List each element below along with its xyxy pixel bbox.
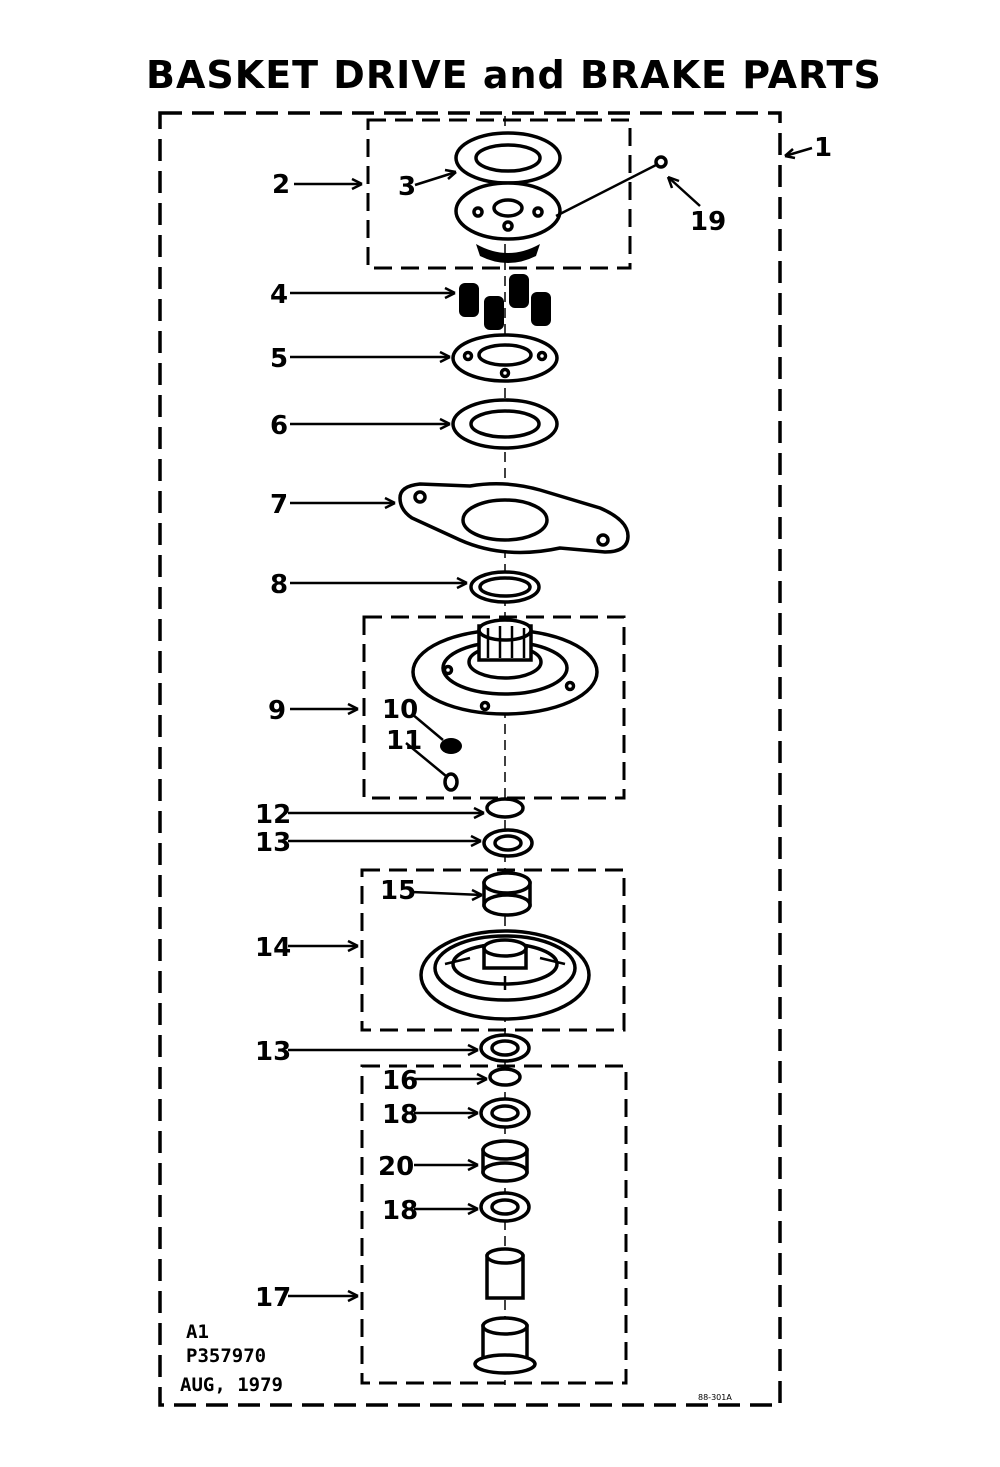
- callout-12: 12: [255, 800, 291, 830]
- assembly-frame: [158, 111, 782, 1407]
- callout-20: 20: [378, 1152, 414, 1182]
- callout-4: 4: [270, 280, 288, 310]
- part-9-drum: [411, 618, 599, 716]
- part-15-bushing: [482, 871, 532, 917]
- part-12-washer: [485, 797, 525, 819]
- subassembly-frame-17: [360, 1064, 628, 1385]
- note-line-3: AUG, 1979: [180, 1374, 283, 1396]
- note-line-1: A1: [186, 1321, 209, 1343]
- part-18-bearing-lower: [479, 1191, 531, 1223]
- callout-6: 6: [270, 411, 288, 441]
- part-13-bearing-upper: [482, 828, 534, 858]
- subassembly-frame-9: [362, 615, 626, 800]
- part-7-flange: [398, 482, 630, 555]
- callout-18-lower: 18: [382, 1196, 418, 1226]
- diagram-title: BASKET DRIVE and BRAKE PARTS: [146, 53, 882, 97]
- callout-16: 16: [382, 1066, 418, 1096]
- callout-19: 19: [690, 207, 726, 237]
- callout-14: 14: [255, 933, 291, 963]
- part-8-snap-ring: [469, 570, 541, 604]
- part-14-pulley: [419, 929, 591, 1021]
- part-3-ring: [454, 131, 562, 185]
- part-19-pin: [555, 155, 668, 218]
- callout-15: 15: [380, 876, 416, 906]
- part-11-screw: [443, 772, 459, 792]
- part-16-seal: [488, 1067, 522, 1087]
- callout-13-upper: 13: [255, 828, 291, 858]
- part-20-spacer: [481, 1139, 529, 1183]
- note-line-2: P357970: [186, 1345, 266, 1367]
- part-6-washer: [451, 398, 559, 450]
- callout-9: 9: [268, 696, 286, 726]
- callout-13-lower: 13: [255, 1037, 291, 1067]
- part-4-springs: [459, 274, 551, 330]
- callout-2: 2: [272, 170, 290, 200]
- callout-18-upper: 18: [382, 1100, 418, 1130]
- part-17-shaft: [473, 1247, 537, 1375]
- part-10-nut: [440, 738, 462, 754]
- callout-5: 5: [270, 344, 288, 374]
- callout-11: 11: [386, 726, 422, 756]
- leader-lines: [288, 146, 813, 1303]
- part-2-hub: [454, 181, 562, 263]
- subassembly-frame-2: [366, 118, 632, 270]
- subassembly-frame-14: [360, 868, 626, 1032]
- callout-10: 10: [382, 695, 418, 725]
- callout-8: 8: [270, 570, 288, 600]
- drawing-number: 88-301A: [698, 1393, 732, 1402]
- part-5-plate: [451, 333, 559, 383]
- callout-17: 17: [255, 1283, 291, 1313]
- part-13-bearing-lower: [479, 1033, 531, 1063]
- callout-1: 1: [814, 133, 832, 163]
- callout-3: 3: [398, 172, 416, 202]
- callout-7: 7: [270, 490, 288, 520]
- part-18-bearing-upper: [479, 1097, 531, 1129]
